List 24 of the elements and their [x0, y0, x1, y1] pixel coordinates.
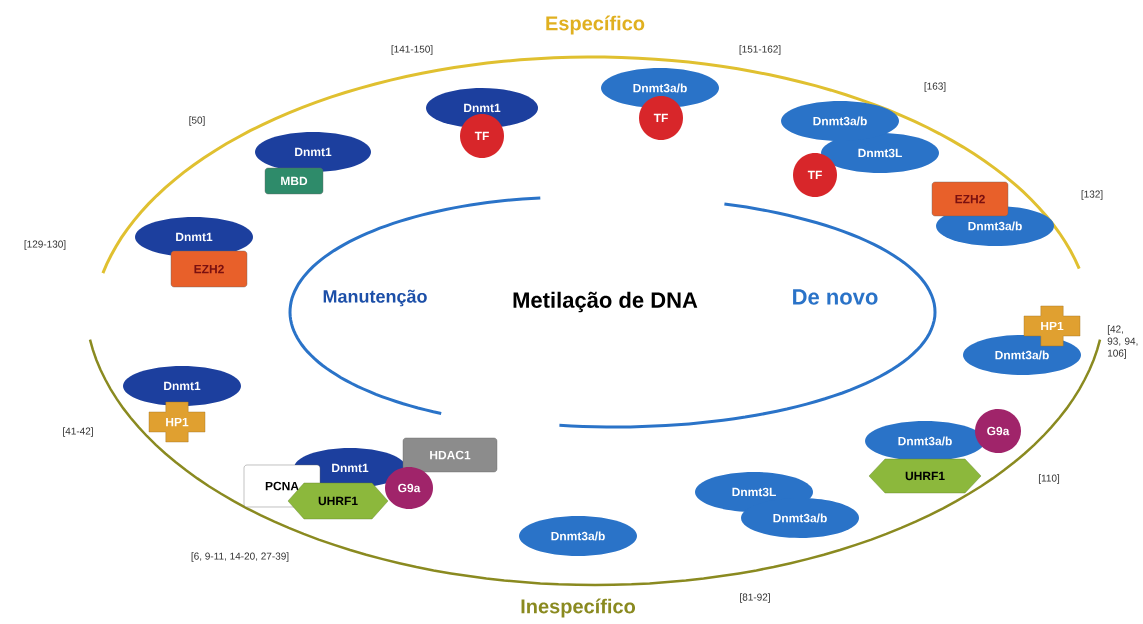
heading-label: Manutenção [323, 289, 427, 307]
reference-label: [141-150] [391, 45, 433, 55]
node-label: Dnmt3L [858, 148, 902, 158]
reference-label: [163] [924, 82, 946, 92]
node-label: Dnmt3a/b [773, 513, 827, 523]
heading-label: Específico [546, 15, 645, 35]
reference-label: [129-130] [24, 240, 66, 250]
box: MBD [264, 167, 324, 195]
reference-label: [41-42] [63, 427, 93, 437]
reference-label: [6, 9-11, 14-20, 27-39] [191, 552, 289, 562]
reference-label: [81-92] [740, 593, 770, 603]
box: HDAC1 [402, 437, 498, 473]
reference-label: [42, 93, 94, 106] [1107, 325, 1138, 359]
reference-label: [151-162] [739, 45, 781, 55]
node-label: Dnmt3L [732, 487, 776, 497]
title: Metilação de DNA [513, 291, 698, 313]
box: EZH2 [170, 250, 248, 288]
heading-label: Inespecífico [521, 598, 635, 618]
reference-label: [50] [189, 116, 205, 126]
heading-label: De novo [793, 289, 878, 305]
reference-label: [132] [1081, 190, 1103, 200]
box: EZH2 [931, 181, 1009, 217]
node-label: Dnmt3a/b [813, 116, 867, 126]
reference-label: [110] [1038, 474, 1060, 484]
